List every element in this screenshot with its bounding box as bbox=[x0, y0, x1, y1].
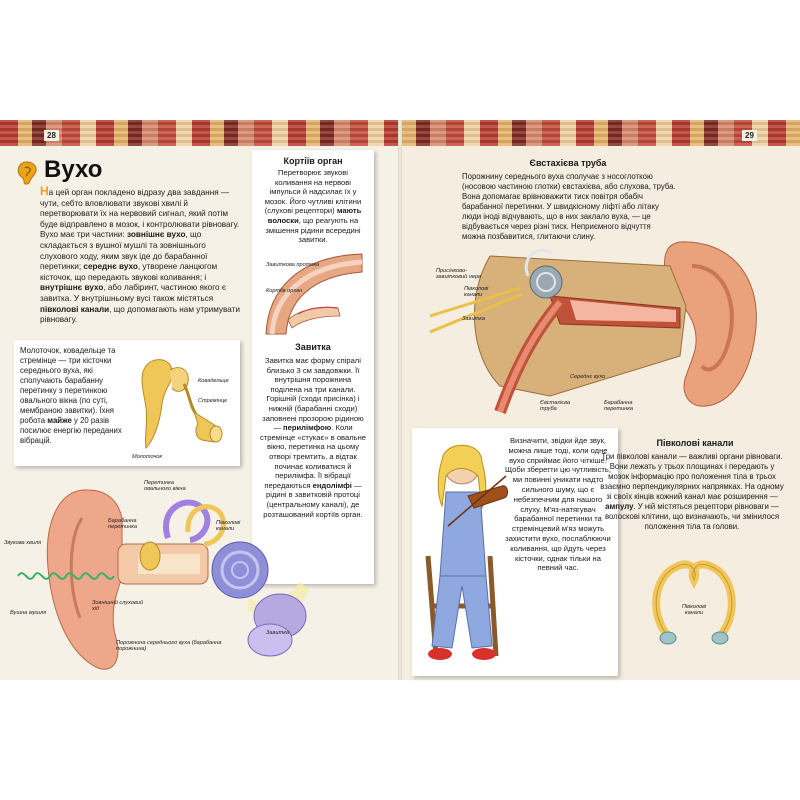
girl-violin-illustration bbox=[425, 444, 509, 660]
label-sound-wave: Звукова хвиля bbox=[4, 540, 42, 546]
corti-organ-illustration bbox=[265, 253, 363, 335]
label-eardrum: Барабанна перетинка bbox=[108, 518, 137, 531]
label-oval-window: Перетинка овального вікна bbox=[144, 480, 186, 493]
ossicles-box: Молоточок, ковадельце та стремінце — три… bbox=[14, 340, 240, 466]
inner-ear-illustration bbox=[17, 489, 310, 670]
girl-box: Визначити, звідки йде звук, можна лише т… bbox=[412, 428, 618, 676]
dropcap: Н bbox=[40, 184, 49, 198]
ear-cross-section bbox=[429, 241, 757, 415]
semicircular-canals-illustration bbox=[652, 560, 736, 645]
eustachian-heading: Євстахієва труба bbox=[529, 158, 607, 168]
page-number-right: 29 bbox=[742, 130, 757, 141]
label-middle-ear-cavity: Порожнина середнього вуха (барабанна пор… bbox=[116, 640, 222, 653]
ossicles-illustration bbox=[141, 359, 223, 450]
cochlea-text: Завитка має форму спіралі близько 3 см з… bbox=[259, 356, 367, 519]
intro-text: На цей орган покладено відразу два завда… bbox=[40, 184, 240, 325]
label-pinna: Вушна мушля bbox=[10, 610, 47, 616]
label-canals-right: Півколові канали bbox=[464, 286, 489, 299]
label-anvil: Ковадельце bbox=[198, 378, 229, 384]
label-cochlea-right: Завитка bbox=[462, 316, 485, 322]
label-cochlear-duct: Завиткова протока bbox=[266, 262, 320, 268]
label-vestibulocochlear-nerve: Присінково-завитковий нерв bbox=[436, 268, 482, 281]
corti-box: Кортіїв орган Перетворює звукові коливан… bbox=[252, 150, 374, 584]
page-title: Вухо bbox=[44, 156, 103, 183]
label-ear-canal: Зовнішній слуховий хід bbox=[92, 600, 144, 613]
eustachian-text: Порожнину середнього вуха сполучає з нос… bbox=[462, 172, 676, 241]
label-semicircular-small: Півколові канали bbox=[681, 604, 707, 617]
label-semicircular-canals: Півколові канали bbox=[216, 520, 241, 533]
girl-text: Визначити, звідки йде звук, можна лише т… bbox=[505, 436, 611, 573]
label-cochlea: Завитка bbox=[266, 630, 289, 636]
semicircular-text: Три півколові канали — важливі органи рі… bbox=[600, 452, 784, 531]
label-eardrum-right: Барабанна перетинка bbox=[604, 400, 633, 413]
corti-text: Перетворює звукові коливання на нервові … bbox=[264, 168, 362, 245]
page-gutter bbox=[398, 120, 402, 680]
label-eustachian-tube: Євстахієва труба bbox=[540, 400, 570, 413]
ear-icon bbox=[17, 161, 37, 185]
label-hammer: Молоточок bbox=[132, 454, 163, 460]
cochlea-heading: Завитка bbox=[295, 342, 331, 352]
corti-heading: Кортіїв орган bbox=[283, 156, 343, 166]
ossicles-text: Молоточок, ковадельце та стремінце — три… bbox=[20, 346, 122, 445]
semicircular-heading: Півколові канали bbox=[656, 438, 734, 448]
label-corti-organ: Кортіїв орган bbox=[266, 288, 303, 294]
label-middle-ear: Середнє вухо bbox=[570, 374, 606, 380]
page-number-left: 28 bbox=[44, 130, 59, 141]
label-stirrup: Стремінце bbox=[198, 398, 228, 404]
